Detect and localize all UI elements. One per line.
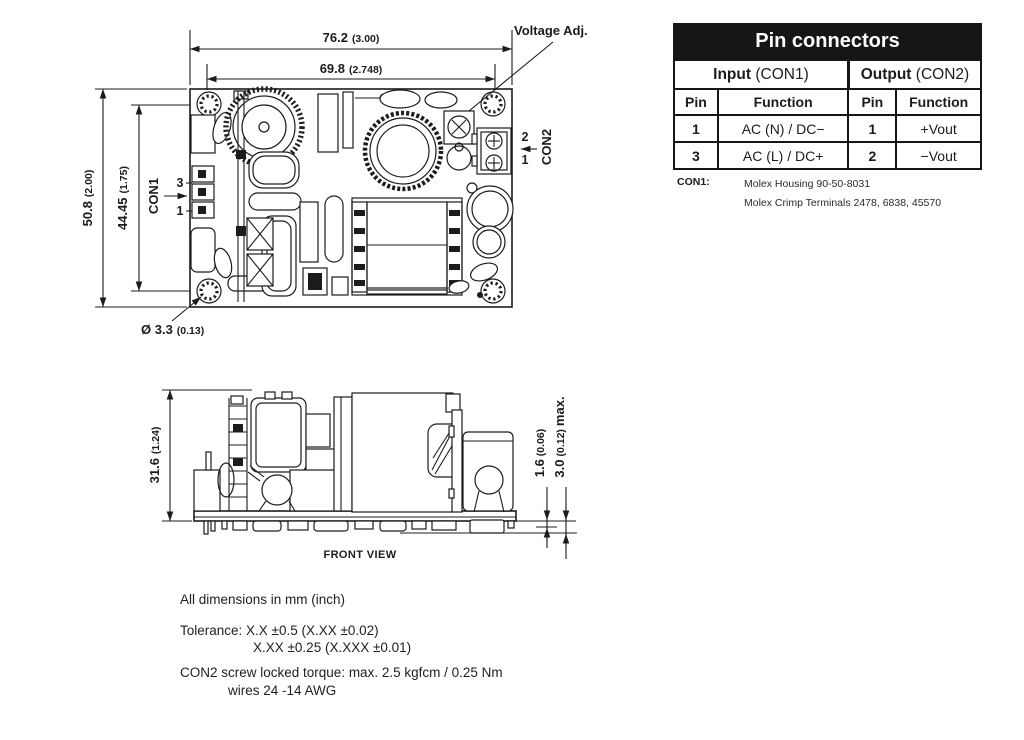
note-torque-2: wires 24 -14 AWG xyxy=(228,683,337,698)
dim-pin-length: 1.6(0.06) xyxy=(532,429,547,478)
hatched-components xyxy=(246,217,274,287)
dim-width-outer: 76.2(3.00) xyxy=(323,30,380,45)
col-header-function-output: Function xyxy=(895,88,982,116)
group-input-normal: (CON1) xyxy=(751,65,809,83)
pin-table-title: Pin connectors xyxy=(673,23,982,59)
table-row: 1 AC (N) / DC− 1 +Vout xyxy=(673,114,982,143)
table-row: 3 AC (L) / DC+ 2 −Vout xyxy=(673,141,982,170)
note-dimensions: All dimensions in mm (inch) xyxy=(180,592,346,607)
group-input-bold: Input xyxy=(713,65,752,83)
fuse-and-diode-ovals xyxy=(379,89,458,109)
footnote-housing: Molex Housing 90-50-8031 xyxy=(744,178,871,190)
top-view-dimensions: 76.2(3.00) 69.8(2.748) Voltage Adj. 50.8… xyxy=(80,23,588,337)
note-tolerance-1: Tolerance: X.X ±0.5 (X.XX ±0.02) xyxy=(180,623,379,638)
front-middle-components xyxy=(247,396,357,512)
dim-height-inner: 44.45(1.75) xyxy=(115,166,130,230)
toroid-inductor-gear xyxy=(223,86,305,168)
hole-dia-leader xyxy=(171,296,202,322)
col-header-pin-output: Pin xyxy=(847,88,898,116)
toroid-inductor-main xyxy=(362,110,444,192)
front-left-components xyxy=(193,451,235,512)
con1-connector xyxy=(190,111,273,292)
heatsink-ladder xyxy=(228,395,248,511)
con2-terminal-block xyxy=(471,127,512,175)
bottom-pins xyxy=(203,519,515,535)
voltage-adj-label: Voltage Adj. xyxy=(514,23,588,38)
group-header-output: Output (CON2) xyxy=(846,59,982,90)
voltage-adjust-pot xyxy=(443,110,475,145)
con1-label: CON1 xyxy=(146,178,161,214)
output-pin-number: 1 xyxy=(847,114,898,143)
transformer xyxy=(351,197,463,296)
dim-front-height: 31.6(1.24) xyxy=(147,427,162,484)
note-torque-1: CON2 screw locked torque: max. 2.5 kgfcm… xyxy=(180,665,503,680)
input-pin-function: AC (N) / DC− xyxy=(716,114,850,143)
con1-footnote-lines: Molex Housing 90-50-8031 Molex Crimp Ter… xyxy=(744,175,941,213)
middle-components xyxy=(299,91,389,296)
output-pin-function: +Vout xyxy=(895,114,982,143)
con1-footnote-label: CON1: xyxy=(677,176,710,188)
input-pin-number: 1 xyxy=(673,114,719,143)
input-pin-function: AC (L) / DC+ xyxy=(716,141,850,170)
dim-height-outer: 50.8(2.00) xyxy=(80,170,95,227)
con2-label: CON2 xyxy=(539,129,554,165)
front-right-components xyxy=(351,392,514,513)
mounting-hole xyxy=(480,91,506,117)
mounting-hole xyxy=(480,278,506,304)
con2-pin1-label: 1 xyxy=(522,153,529,167)
front-view-caption: FRONT VIEW xyxy=(323,549,396,561)
dim-hole-dia: Ø 3.3(0.13) xyxy=(141,322,204,337)
coil-block xyxy=(250,391,307,473)
front-view-drawing xyxy=(193,391,517,535)
con1-pin1-label: 1 xyxy=(177,204,184,218)
group-output-bold: Output xyxy=(860,65,912,83)
group-output-normal: (CON2) xyxy=(911,65,970,83)
output-capacitors xyxy=(446,142,514,298)
group-header-input: Input (CON1) xyxy=(672,59,850,90)
dim-width-inner: 69.8(2.748) xyxy=(320,61,383,76)
con1-pin3-label: 3 xyxy=(177,176,184,190)
output-pin-function: −Vout xyxy=(895,141,982,170)
output-pin-number: 2 xyxy=(847,141,898,170)
input-pin-number: 3 xyxy=(673,141,719,170)
front-view-dimensions: 31.6(1.24) 1.6(0.06) 3.0(0.12)max. FRONT… xyxy=(147,389,577,561)
pin-connectors-table: Pin connectors Input (CON1) Output (CON2… xyxy=(672,23,982,170)
col-header-pin-input: Pin xyxy=(673,88,719,116)
col-header-function-input: Function xyxy=(716,88,850,116)
mounting-hole xyxy=(196,278,222,304)
voltage-adj-leader xyxy=(468,41,554,112)
footnote-terminals: Molex Crimp Terminals 2478, 6838, 45570 xyxy=(744,197,942,209)
dim-pin-length-max: 3.0(0.12)max. xyxy=(552,396,567,477)
con2-pin2-label: 2 xyxy=(522,130,529,144)
note-tolerance-2: X.XX ±0.25 (X.XXX ±0.01) xyxy=(253,640,412,655)
top-view-drawing xyxy=(189,86,514,308)
